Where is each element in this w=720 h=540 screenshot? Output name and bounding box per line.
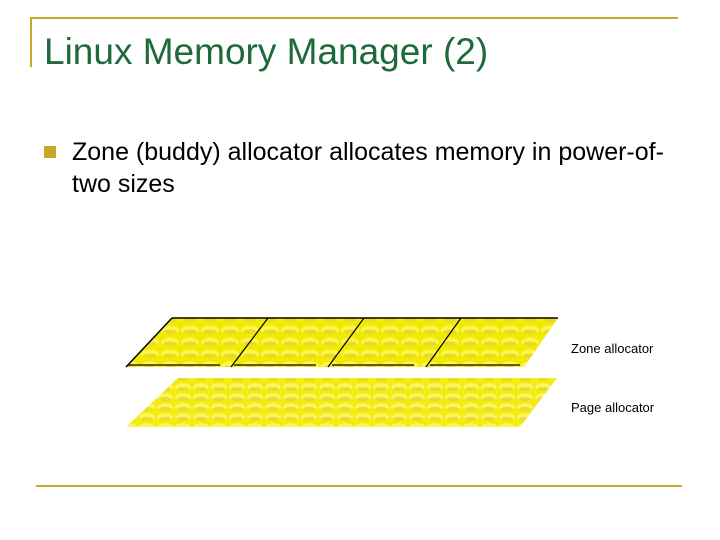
- allocator-diagram: [120, 312, 700, 437]
- bottom-border-line: [36, 485, 682, 487]
- top-border-line: [30, 17, 678, 19]
- zone-block-dividers: [230, 317, 462, 368]
- square-bullet-icon: [44, 146, 56, 158]
- page-allocator-label: Page allocator: [571, 400, 655, 415]
- left-border-line: [30, 17, 32, 67]
- zone-allocator-layer: [125, 317, 558, 368]
- zone-allocator-label: Zone allocator: [571, 341, 654, 356]
- bullet-text: Zone (buddy) allocator allocates memory …: [72, 138, 664, 198]
- slide-title: Linux Memory Manager (2): [44, 31, 489, 72]
- page-allocator-layer: [126, 378, 557, 427]
